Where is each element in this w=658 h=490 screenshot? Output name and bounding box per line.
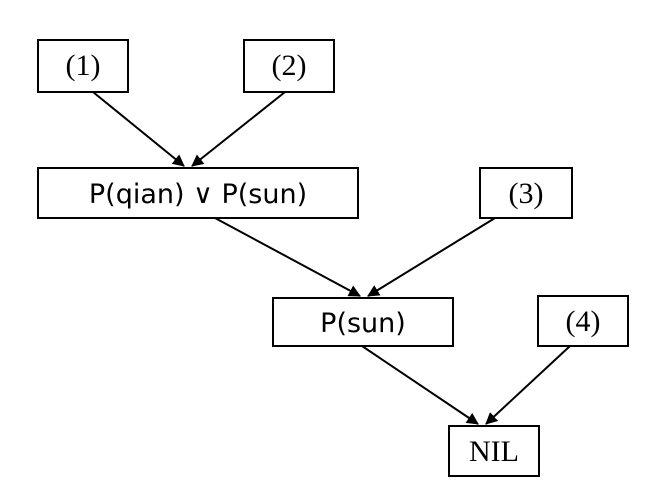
- node-4-label: (4): [566, 305, 601, 338]
- edge-resolvent2-to-nil: [361, 345, 479, 425]
- node-1-label: (1): [66, 49, 101, 82]
- node-2: (2): [243, 39, 335, 93]
- node-resolvent-qian-or-sun-label: P(qian) ∨ P(sun): [89, 179, 307, 210]
- node-2-label: (2): [272, 49, 307, 82]
- node-resolvent-qian-or-sun: P(qian) ∨ P(sun): [37, 167, 359, 219]
- node-4: (4): [537, 295, 629, 347]
- edge-resolvent1-to-resolvent2: [214, 217, 361, 297]
- node-nil-label: NIL: [469, 435, 519, 468]
- node-3-label: (3): [509, 177, 544, 210]
- node-3: (3): [479, 167, 573, 219]
- edge-2-to-resolvent1: [191, 91, 286, 167]
- edge-1-to-resolvent1: [92, 91, 185, 167]
- node-resolvent-sun-label: P(sun): [320, 308, 406, 339]
- node-nil: NIL: [448, 425, 540, 477]
- edge-4-to-nil: [485, 345, 571, 425]
- node-1: (1): [37, 39, 129, 93]
- node-resolvent-sun: P(sun): [272, 297, 454, 347]
- edge-3-to-resolvent2: [367, 217, 496, 297]
